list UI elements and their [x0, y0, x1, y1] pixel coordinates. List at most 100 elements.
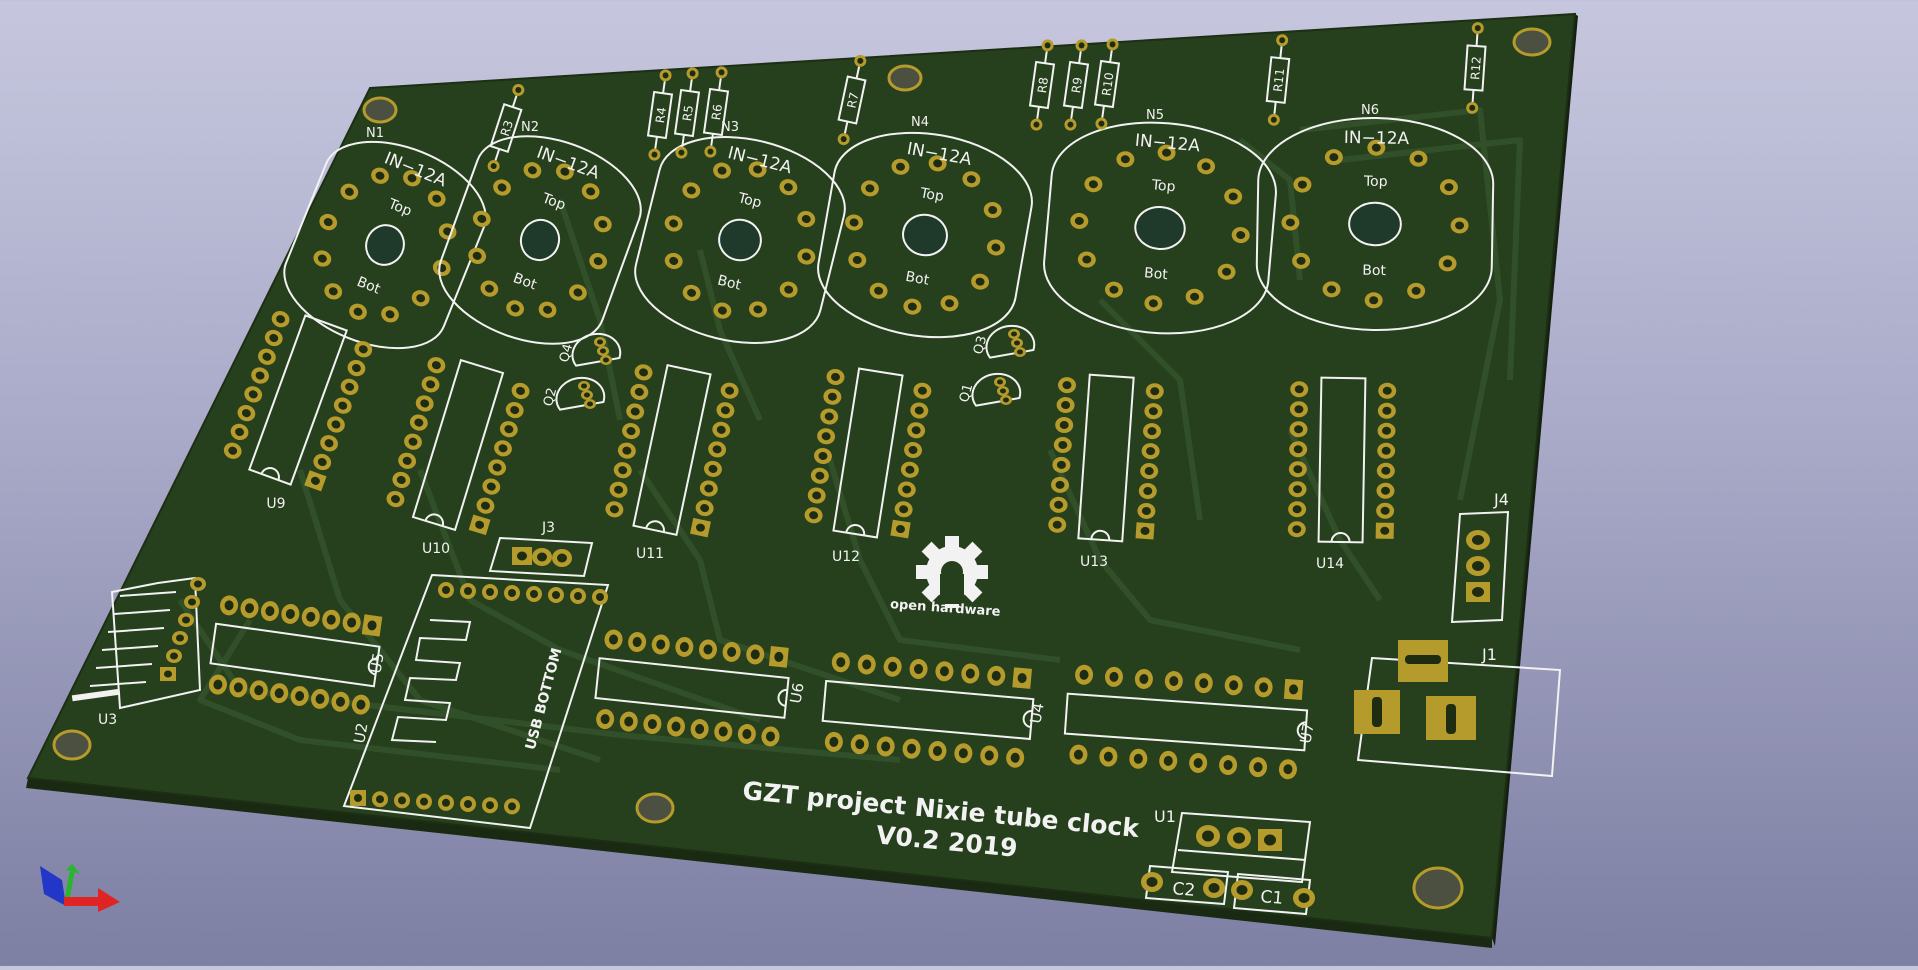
resistor-ref: R3	[498, 119, 516, 139]
resistor-r11: R11	[1265, 34, 1291, 126]
tube-ref: N3	[721, 120, 739, 135]
transistor-ref: Q2	[541, 386, 560, 408]
tube-ref: N1	[366, 126, 384, 141]
driver-u10: U10	[386, 357, 530, 557]
driver-ref: U14	[1316, 556, 1344, 572]
resistor-ref: R6	[709, 103, 725, 121]
resistor-r6: R6	[702, 66, 730, 158]
transistor-ref: Q4	[557, 342, 576, 364]
ic-u5: U5	[208, 595, 388, 715]
capacitors	[1141, 864, 1315, 916]
tube-top-label: Top	[918, 185, 945, 205]
tube-center-hole	[902, 213, 948, 257]
tube-top-label: Top	[735, 190, 763, 212]
driver-ref: U11	[636, 546, 664, 562]
tube-center-hole	[1348, 201, 1402, 247]
tube-top-label: Top	[1363, 174, 1388, 190]
resistor-r8: R8	[1028, 39, 1056, 131]
driver-u13: U13	[1048, 373, 1164, 570]
driver-ref: U12	[832, 549, 860, 565]
driver-u14: U14	[1287, 376, 1397, 572]
transistor-q3: Q3	[971, 324, 1036, 359]
tube-bot-label: Bot	[1143, 265, 1168, 283]
ref-u1: U1	[1154, 807, 1176, 826]
transistor-ref: Q1	[957, 382, 976, 404]
ic-u4: U4	[821, 652, 1048, 768]
driver-ref: U13	[1080, 554, 1108, 570]
tube-ref: N4	[911, 115, 929, 130]
mounting-hole	[52, 729, 92, 761]
connector-j4	[1450, 510, 1510, 624]
module-u2	[342, 573, 610, 830]
axis-gizmo	[40, 864, 120, 912]
pcb-edge-right	[1492, 14, 1578, 946]
tube-center-hole	[365, 224, 405, 266]
pin-header-u3	[71, 576, 206, 710]
ic-ref: U6	[786, 681, 807, 704]
connector-j1-power-jack	[1354, 640, 1562, 778]
resistor-ref: R7	[844, 91, 861, 110]
tube-ref: N6	[1361, 103, 1379, 118]
driver-u12: U12	[804, 367, 932, 565]
resistor-ref: R12	[1468, 56, 1484, 81]
resistor-ref: R5	[680, 104, 696, 122]
resistor-ref: R4	[653, 106, 669, 124]
ic-ref: U4	[1026, 701, 1047, 724]
resistor-r12: R12	[1463, 22, 1487, 114]
tube-center-hole	[718, 218, 762, 262]
pcb-board[interactable]	[26, 12, 1577, 940]
tube-ref: N5	[1146, 108, 1164, 123]
pcb-edge	[26, 778, 1492, 948]
resistor-r3: R3	[487, 83, 525, 173]
ref-c1: C1	[1260, 887, 1284, 909]
tube-ref: N2	[521, 120, 539, 135]
ref-u3: U3	[98, 712, 117, 728]
ref-u2: U2	[350, 721, 371, 744]
resistor-r4: R4	[646, 69, 674, 161]
resistor-ref: R10	[1099, 71, 1116, 96]
transistor-ref: Q3	[971, 334, 990, 356]
driver-u11: U11	[605, 364, 739, 562]
tube-center-hole	[519, 218, 561, 262]
ref-c2: C2	[1172, 879, 1196, 901]
ic-ref: U7	[1296, 721, 1317, 744]
tube-bot-label: Bot	[904, 269, 931, 289]
tube-model-label: IN−12A	[1344, 128, 1410, 149]
ref-j4: J4	[1493, 490, 1509, 509]
mounting-hole	[1512, 27, 1552, 57]
ic-u6: U6	[594, 629, 808, 747]
mounting-hole	[635, 792, 675, 824]
z-axis-arrow	[40, 866, 66, 906]
open-hardware-logo	[916, 536, 988, 608]
transistor-q1: Q1	[957, 372, 1022, 407]
ic-ref: U5	[366, 651, 387, 674]
mounting-hole	[1412, 866, 1464, 910]
resistor-r7: R7	[837, 54, 867, 146]
mounting-hole	[362, 96, 398, 124]
mounting-holes	[52, 27, 1552, 910]
regulator-u1	[1170, 811, 1312, 884]
ref-j1: J1	[1481, 645, 1497, 664]
connector-j3	[488, 536, 594, 578]
resistor-r10: R10	[1093, 38, 1121, 130]
driver-u9: U9	[223, 311, 373, 512]
tube-center-hole	[1134, 205, 1186, 251]
tube-bot-label: Bot	[1362, 263, 1386, 279]
transistor-q4: Q4	[557, 332, 622, 367]
tube-top-label: Top	[1150, 177, 1176, 195]
driver-ref: U9	[266, 496, 285, 512]
resistor-ref: R11	[1271, 68, 1287, 93]
mounting-hole	[887, 64, 923, 92]
x-axis-arrow	[64, 897, 100, 906]
resistor-r9: R9	[1062, 39, 1090, 131]
resistor-r5: R5	[673, 67, 701, 159]
